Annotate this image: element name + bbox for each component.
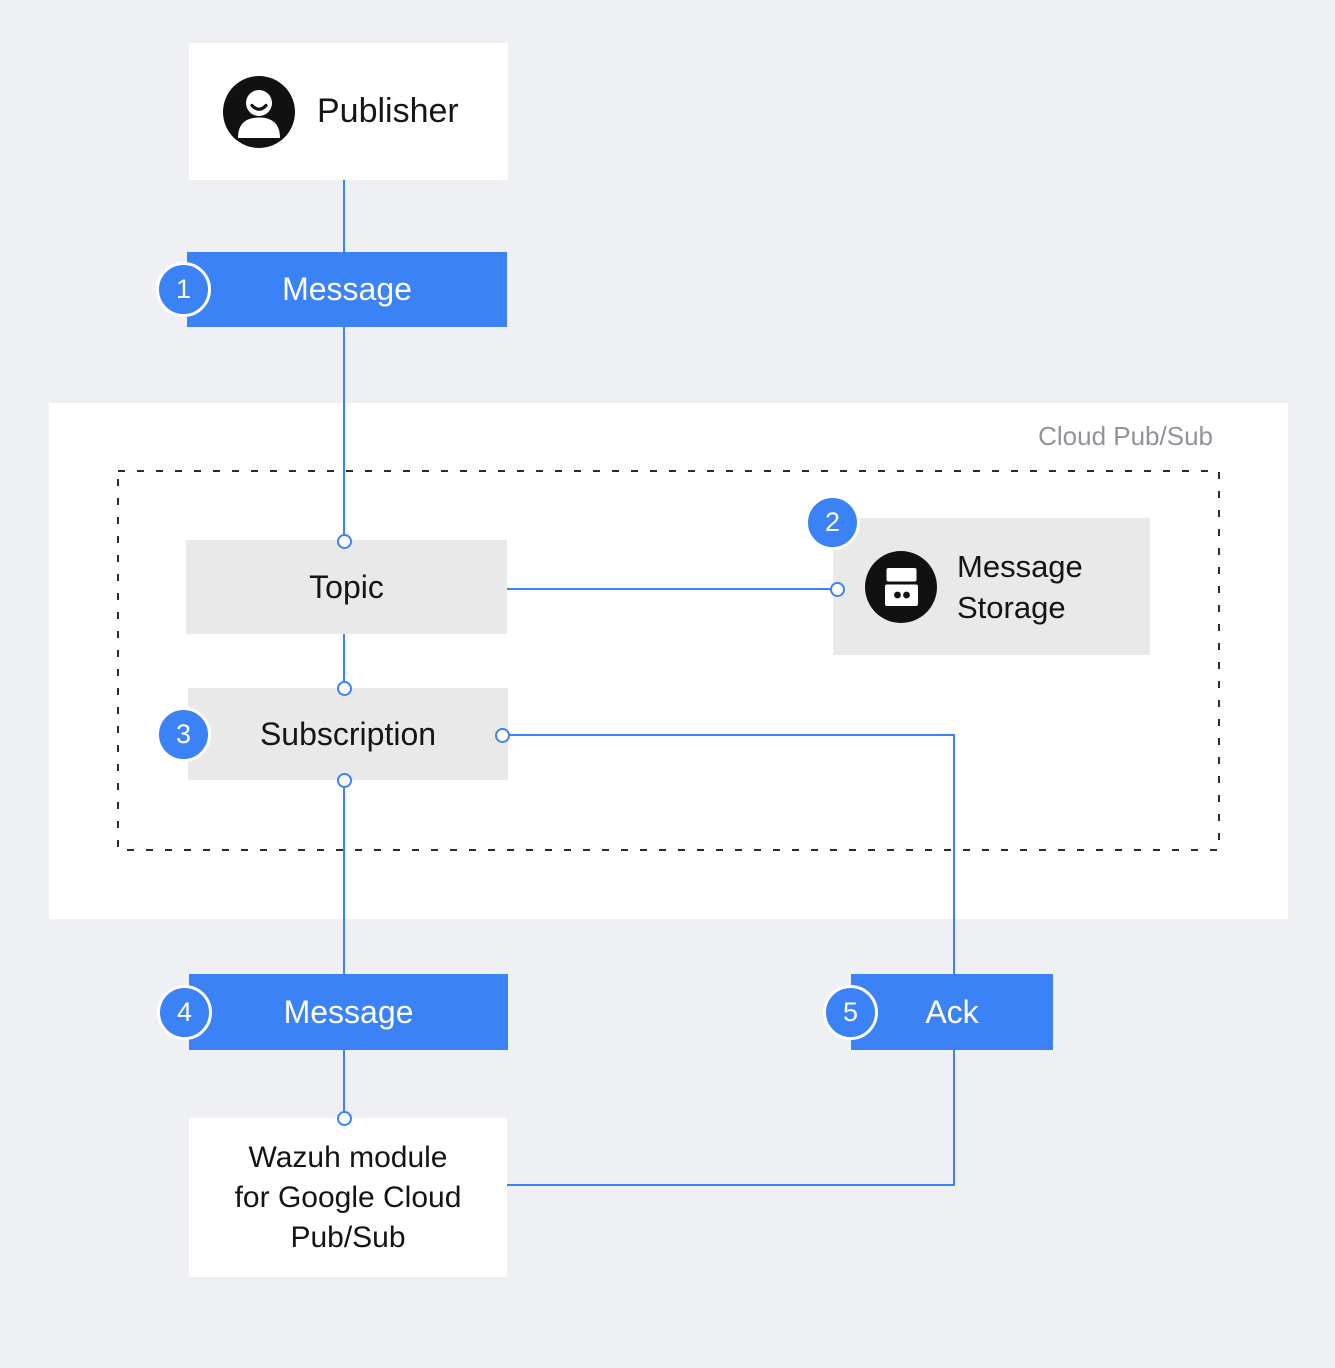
connector-subscription-bottom <box>336 772 352 788</box>
publisher-label: Publisher <box>317 92 459 130</box>
line-topic-to-subscription <box>343 634 345 688</box>
step-1-number: 1 <box>156 262 211 317</box>
step-4-number-text: 4 <box>176 997 193 1027</box>
wazuh-module-node: Wazuh module for Google Cloud Pub/Sub <box>189 1118 507 1277</box>
step-2-number: 2 <box>805 495 860 550</box>
message-storage-label: Message Storage <box>957 546 1083 628</box>
topic-node: Topic <box>186 540 507 634</box>
line-subscription-to-wazuh <box>343 780 345 1118</box>
step-3-number: 3 <box>156 707 211 762</box>
message-storage-node: Message Storage <box>833 518 1150 655</box>
step-5-number-text: 5 <box>842 997 859 1027</box>
step-1-number-text: 1 <box>175 274 192 304</box>
connector-wazuh-top <box>336 1110 352 1126</box>
wazuh-label-line2: for Google Cloud <box>234 1180 462 1214</box>
cloud-pubsub-container <box>49 403 1288 919</box>
step-2-number-text: 2 <box>824 507 841 537</box>
cloud-pubsub-label: Cloud Pub/Sub <box>1038 421 1213 451</box>
connector-storage-left <box>829 581 845 597</box>
message-step-4-badge: Message <box>189 974 508 1050</box>
connector-topic-top <box>336 533 352 549</box>
user-icon <box>223 75 295 148</box>
step-3-number-text: 3 <box>175 719 192 749</box>
connector-subscription-right <box>494 727 510 743</box>
publisher-node: Publisher <box>189 43 508 180</box>
line-ack-to-wazuh <box>507 1184 954 1186</box>
step-5-number: 5 <box>823 985 878 1040</box>
wazuh-label-line1: Wazuh module <box>248 1140 448 1174</box>
line-publisher-to-topic <box>343 180 345 541</box>
ack-step-5-label: Ack <box>925 993 979 1030</box>
message-step-1-label: Message <box>282 271 412 307</box>
message-step-4-label: Message <box>283 993 414 1030</box>
message-storage-line1: Message <box>957 548 1083 584</box>
line-subscription-to-ack-horizontal <box>509 734 954 736</box>
topic-label: Topic <box>309 568 384 605</box>
connector-subscription-top <box>336 680 352 696</box>
wazuh-label-line3: Pub/Sub <box>290 1220 406 1254</box>
step-4-number: 4 <box>157 985 212 1040</box>
subscription-label: Subscription <box>259 715 437 752</box>
line-ack-vertical <box>953 734 955 1186</box>
message-step-1-badge: Message <box>187 252 507 327</box>
subscription-node: Subscription <box>188 688 508 780</box>
line-topic-to-storage <box>507 588 837 590</box>
message-storage-line2: Storage <box>957 589 1066 625</box>
storage-icon <box>865 550 937 623</box>
ack-step-5-badge: Ack <box>851 974 1053 1050</box>
